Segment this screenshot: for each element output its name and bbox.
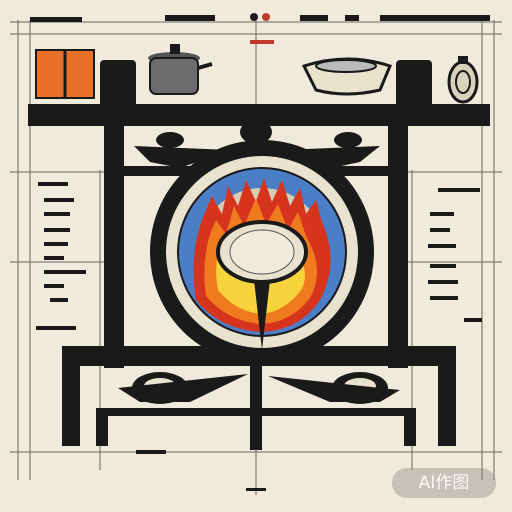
kettle-icon — [447, 56, 479, 104]
watermark: AI作图 — [392, 468, 496, 498]
annotation-scribbles — [30, 15, 490, 491]
red-accents — [250, 13, 274, 44]
flame-icon — [193, 178, 331, 350]
pot-icon — [148, 44, 213, 95]
pan-icon — [301, 57, 393, 96]
lower-burners — [118, 372, 400, 404]
orange-panel — [35, 49, 95, 99]
